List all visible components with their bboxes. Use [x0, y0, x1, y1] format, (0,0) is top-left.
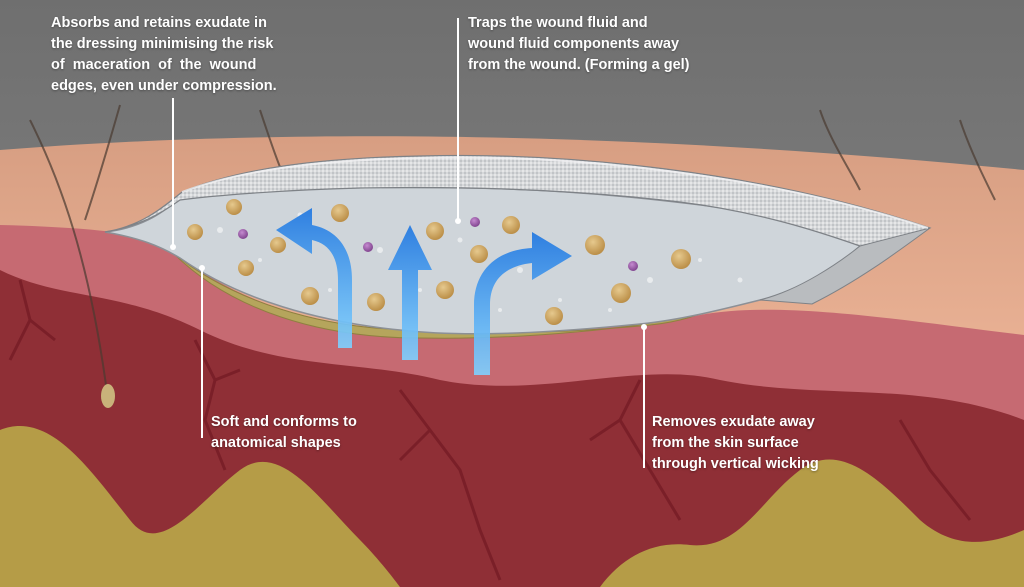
- exudate-particle-icon: [331, 204, 349, 222]
- fluid-component-particles: [238, 217, 638, 271]
- wicking-arrows: [276, 208, 572, 375]
- blood-vessels: [8, 279, 972, 581]
- callout-line: Absorbs and retains exudate in: [51, 15, 267, 31]
- callout-removes-exudate: Removes exudate away from the skin surfa…: [652, 412, 819, 475]
- callout-line: the dressing minimising the risk: [51, 36, 274, 52]
- exudate-particle-icon: [238, 260, 254, 276]
- callout-line: of maceration of the wound: [51, 57, 257, 73]
- exudate-particle-icon: [611, 283, 631, 303]
- exudate-particle-icon: [671, 249, 691, 269]
- fat-layer-right: [600, 459, 1024, 587]
- fluid-component-particle-icon: [628, 261, 638, 271]
- fluid-component-particle-icon: [363, 242, 373, 252]
- callout-line: anatomical shapes: [211, 435, 341, 451]
- fluid-component-particle-icon: [238, 229, 248, 239]
- callout-soft-conforms: Soft and conforms to anatomical shapes: [211, 412, 357, 454]
- gel-texture: [217, 212, 743, 312]
- exudate-particle-icon: [470, 245, 488, 263]
- fabric-edge: [759, 227, 931, 305]
- exudate-particle-icon: [436, 281, 454, 299]
- exudate-particles: [187, 199, 691, 325]
- callout-absorbs-exudate: Absorbs and retains exudate in the dress…: [51, 13, 303, 97]
- wicking-arrow-icon: [388, 225, 432, 360]
- leader-dots: [170, 218, 647, 330]
- exudate-particle-icon: [301, 287, 319, 305]
- exudate-particle-icon: [502, 216, 520, 234]
- exudate-particle-icon: [585, 235, 605, 255]
- exudate-particle-icon: [367, 293, 385, 311]
- callout-line: Soft and conforms to: [211, 414, 357, 430]
- callout-line: edges, even under compression.: [51, 78, 277, 94]
- fabric-sheen: [181, 156, 929, 229]
- fluid-component-particle-icon: [470, 217, 480, 227]
- callout-line: through vertical wicking: [652, 456, 819, 472]
- callout-line: Removes exudate away: [652, 414, 815, 430]
- callout-line: wound fluid components away: [468, 36, 680, 52]
- exudate-particle-icon: [545, 307, 563, 325]
- callout-traps-fluid: Traps the wound fluid and wound fluid co…: [468, 13, 690, 76]
- fat-layer-left: [0, 426, 400, 587]
- callout-line: Traps the wound fluid and: [468, 15, 648, 31]
- wicking-arrow-icon: [474, 232, 572, 375]
- callout-line: from the wound. (Forming a gel): [468, 57, 690, 73]
- hair-follicle: [101, 384, 115, 408]
- exudate-particle-icon: [270, 237, 286, 253]
- wicking-arrow-icon: [276, 208, 352, 348]
- exudate-particle-icon: [426, 222, 444, 240]
- exudate-particle-icon: [187, 224, 203, 240]
- callout-line: from the skin surface: [652, 435, 799, 451]
- leader-lines: [172, 18, 645, 468]
- exudate-particle-icon: [226, 199, 242, 215]
